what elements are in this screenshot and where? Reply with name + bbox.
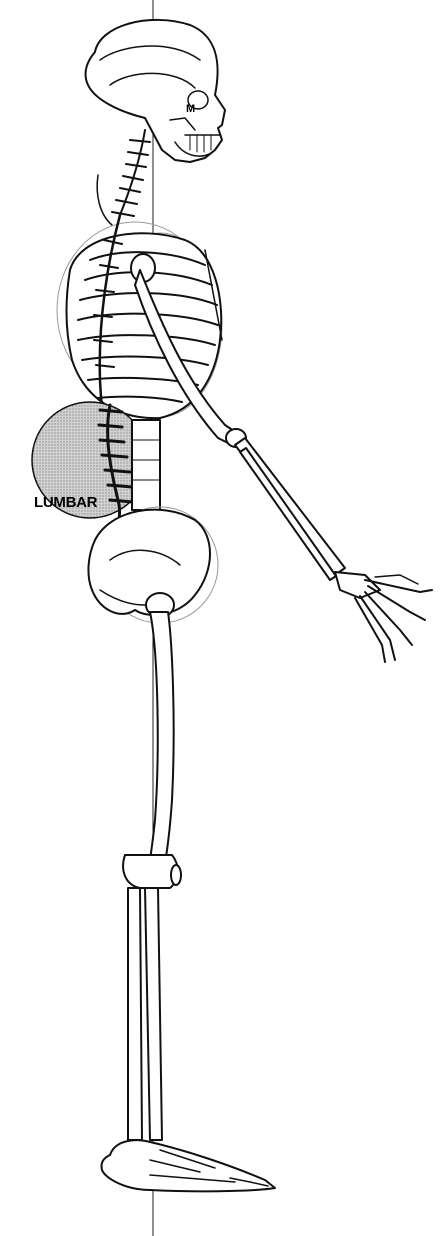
cervical-spine: [97, 130, 150, 225]
skull: M: [86, 20, 225, 162]
lumbar-label: LUMBAR: [34, 494, 98, 511]
pelvis: [88, 507, 218, 623]
leg: [101, 612, 275, 1191]
foot: [101, 1140, 275, 1191]
skull-marker-label: M: [186, 103, 195, 115]
hand: [335, 572, 432, 662]
